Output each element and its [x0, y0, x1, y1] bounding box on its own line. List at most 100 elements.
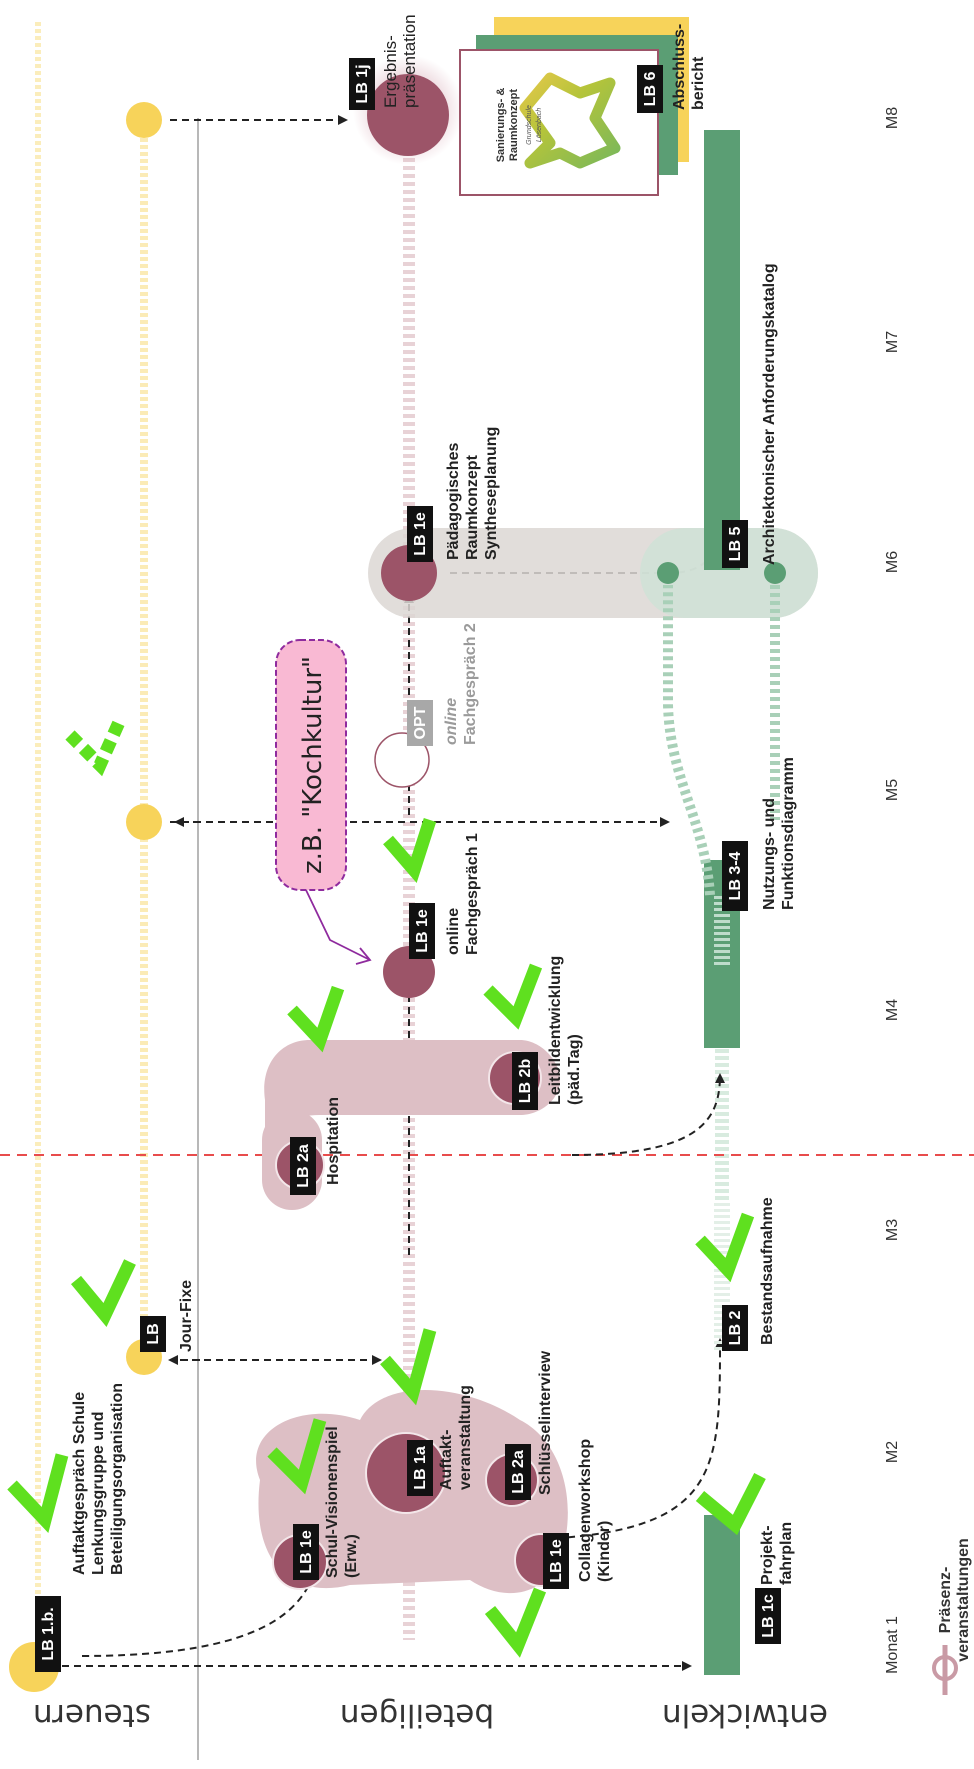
month-label: M6: [884, 551, 901, 573]
label-ergebnis: präsentation: [400, 14, 419, 108]
label-auftakt: Lenkungsgruppe und: [90, 1411, 107, 1575]
check-icon: [7, 1453, 69, 1533]
badge-lb1j: LB 1j: [349, 58, 375, 110]
badge-lb2a-b: LB 2a: [290, 1137, 316, 1195]
label-fach1: online: [445, 908, 462, 955]
svg-text:LB 5: LB 5: [727, 527, 744, 562]
label-paed: Raumkonzept: [464, 454, 481, 560]
label-fach2: online: [443, 698, 460, 745]
badge-opt: OPT: [407, 700, 433, 746]
badge-lb5: LB 5: [722, 520, 748, 568]
label-leitbild: Leitbildentwicklung: [547, 956, 564, 1105]
label-schulvision: Schul-Visionenspiel: [324, 1426, 341, 1578]
kochkultur-callout: z.B. "Kochkultur": [275, 639, 372, 965]
legend: Präsenz- veranstaltungen: [932, 1538, 972, 1695]
check-icon: [695, 1212, 755, 1283]
label-collagen: Collagenworkshop: [577, 1439, 594, 1582]
m6-green-dot: [764, 562, 786, 584]
check-icon: [287, 985, 345, 1053]
badge-lb-jourfixe: LB: [140, 1316, 166, 1352]
month-label: M4: [884, 999, 901, 1021]
badge-lb34: LB 3-4: [722, 841, 748, 911]
svg-text:LB 1j: LB 1j: [354, 64, 371, 103]
lane-label-entwickeln: entwickeln: [662, 1697, 828, 1733]
label-fach1: Fachgespräch 1: [464, 833, 481, 955]
svg-text:LB 2: LB 2: [727, 1311, 744, 1346]
check-icon: [484, 1587, 547, 1658]
svg-text:LB 1.b.: LB 1.b.: [40, 1607, 57, 1660]
label-nutzung: Nutzungs- und: [761, 798, 778, 910]
badge-lb1b: LB 1.b.: [35, 1596, 61, 1672]
cover-subtitle: Grundschule: [526, 105, 533, 145]
label-hospitation: Hospitation: [325, 1097, 342, 1185]
label-projekt: Projekt-: [759, 1525, 776, 1585]
month-label: M2: [884, 1441, 901, 1463]
lane-label-beteiligen: beteiligen: [340, 1697, 494, 1733]
badge-lb1e-c: LB 1e: [409, 903, 435, 959]
label-fach2: Fachgespräch 2: [462, 623, 479, 745]
label-auftaktver: veranstaltung: [457, 1385, 474, 1490]
badge-lb2: LB 2: [722, 1305, 748, 1351]
label-bestand: Bestandsaufnahme: [759, 1197, 776, 1345]
label-schluessel: Schlüsselinterview: [537, 1350, 554, 1495]
badge-lb1e-a: LB 1e: [293, 1524, 319, 1580]
nutzung-curve: [663, 585, 715, 896]
badge-lb1e-b: LB 1e: [543, 1533, 569, 1589]
svg-text:LB 2a: LB 2a: [510, 1450, 527, 1494]
month-label: M8: [884, 107, 901, 129]
m6-green-dot: [657, 562, 679, 584]
steuern-timeline: [35, 20, 148, 1650]
legend-label: Präsenz-: [937, 1567, 954, 1634]
anforderung-bar: [704, 130, 740, 570]
label-nutzung: Funktionsdiagramm: [780, 757, 797, 910]
month-label: M7: [884, 331, 901, 353]
checkmarks: [7, 717, 766, 1658]
label-auftakt: Beteiligungsorganisation: [109, 1383, 126, 1575]
label-paed: Pädagogisches: [445, 443, 462, 560]
label-schulvision: (Erw.): [343, 1534, 360, 1578]
check-icon: [267, 1418, 327, 1495]
report-cover: [459, 49, 659, 196]
svg-text:LB 2b: LB 2b: [517, 1059, 534, 1104]
label-paed: Syntheseplanung: [483, 427, 500, 560]
badge-lb6: LB 6: [637, 65, 663, 113]
svg-text:LB 1e: LB 1e: [412, 512, 429, 556]
label-abschluss: Abschluss-: [671, 24, 688, 110]
svg-text:LB 1a: LB 1a: [412, 1446, 429, 1490]
svg-text:LB 1c: LB 1c: [760, 1594, 777, 1638]
cover-title: Sanierungs- &: [495, 88, 507, 163]
label-collagen: (Kinder): [596, 1521, 613, 1582]
svg-text:LB: LB: [145, 1323, 162, 1344]
steuern-m5-dot: [126, 804, 162, 840]
label-projekt: fahrplan: [778, 1522, 795, 1585]
cover-subtitle: Lösenbach: [536, 108, 543, 142]
check-icon: [380, 1328, 437, 1406]
brand-logo: [519, 72, 621, 169]
event-circle: [367, 74, 449, 156]
label-ergebnis: Ergebnis-: [381, 35, 400, 108]
callout-pointer: [305, 889, 372, 965]
lane-label-steuern: steuern: [33, 1697, 151, 1733]
event-circle: [365, 1432, 447, 1514]
svg-text:LB 1e: LB 1e: [548, 1539, 565, 1583]
check-icon: [65, 717, 126, 777]
badge-lb1a: LB 1a: [407, 1440, 433, 1496]
report-cover-stack: Sanierungs- & Raumkonzept Grundschule Lö…: [459, 17, 689, 196]
check-icon: [695, 1473, 766, 1536]
check-icon: [483, 963, 543, 1030]
projektfahrplan-bar: [704, 1515, 740, 1675]
check-icon: [383, 818, 437, 883]
svg-text:LB 1e: LB 1e: [298, 1530, 315, 1574]
svg-text:LB 3-4: LB 3-4: [727, 851, 744, 900]
badge-lb1e-d: LB 1e: [407, 506, 433, 562]
svg-text:LB 6: LB 6: [642, 72, 659, 107]
badges: LB 1.b. LB LB 1e LB 1a LB 2a LB 1e LB 1c…: [35, 58, 781, 1672]
month-label: M5: [884, 779, 901, 801]
labels: Auftaktgespräch Schule Lenkungsgruppe un…: [71, 14, 797, 1585]
label-auftakt: Auftaktgespräch Schule: [71, 1392, 88, 1575]
badge-lb2a-a: LB 2a: [505, 1444, 531, 1500]
legend-label: veranstaltungen: [955, 1538, 972, 1662]
label-auftaktver: Auftakt-: [438, 1430, 455, 1490]
svg-text:LB 1e: LB 1e: [414, 909, 431, 953]
